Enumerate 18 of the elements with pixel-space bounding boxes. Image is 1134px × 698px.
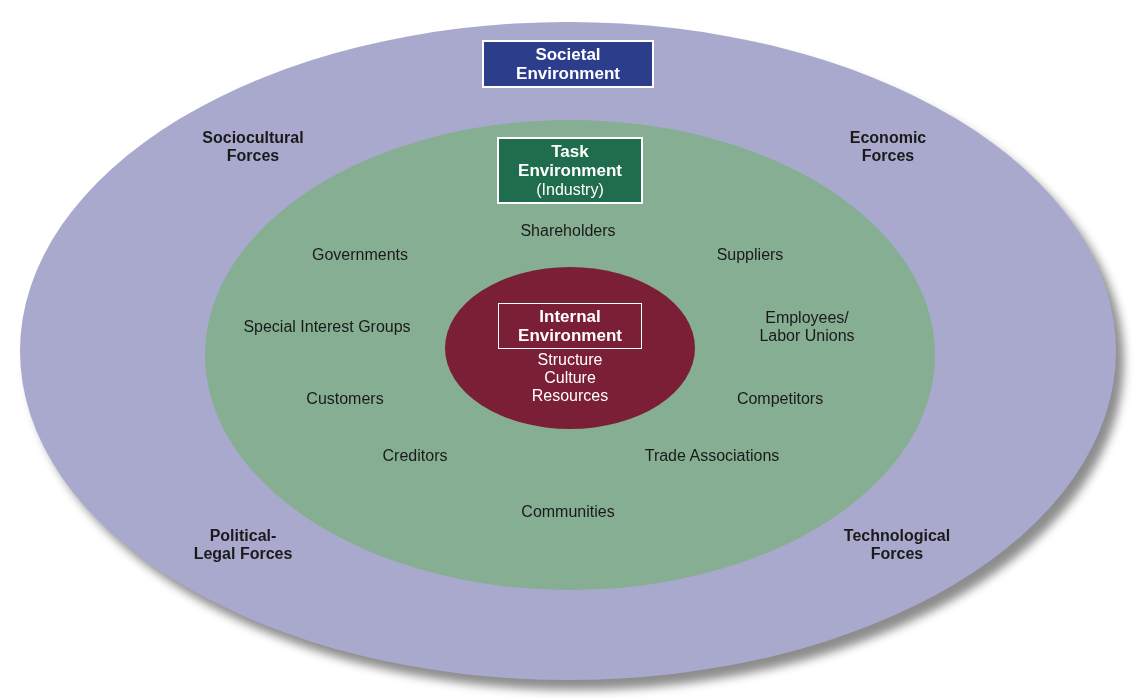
force-label: Economic Forces [848, 129, 928, 165]
title-box: Internal Environment [498, 303, 642, 349]
body-text: Structure Culture Resources [530, 351, 610, 405]
title-box: Task Environment (Industry) [497, 137, 643, 204]
stakeholder-label: Competitors [736, 390, 824, 408]
stakeholder-label: Governments [312, 246, 408, 264]
stakeholder-label: Employees/ Labor Unions [758, 309, 856, 345]
stakeholder-label: Suppliers [716, 246, 784, 264]
stakeholder-label: Special Interest Groups [243, 318, 411, 336]
stakeholder-label: Communities [521, 503, 615, 521]
stakeholder-label: Trade Associations [644, 447, 780, 465]
stakeholder-label: Shareholders [520, 222, 616, 240]
stakeholder-label: Customers [306, 390, 384, 408]
force-label: Technological Forces [842, 527, 952, 563]
title-box: Societal Environment [482, 40, 654, 88]
force-label: Sociocultural Forces [201, 129, 305, 165]
stakeholder-label: Creditors [382, 447, 448, 465]
force-label: Political-Legal Forces [192, 527, 294, 563]
